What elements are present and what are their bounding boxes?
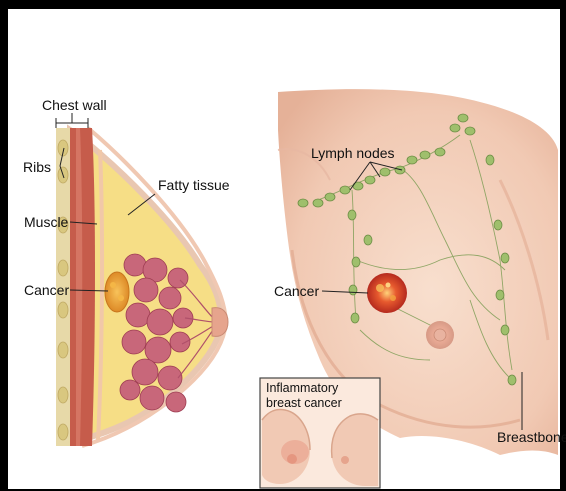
ribs-label: Ribs xyxy=(23,159,51,175)
nipple-front xyxy=(426,321,454,349)
inset-title-line1: Inflammatory xyxy=(266,381,339,395)
inset-title-line2: breast cancer xyxy=(266,396,342,410)
muscle-label: Muscle xyxy=(24,214,69,230)
cancer-label-left: Cancer xyxy=(24,282,69,298)
muscle-layer xyxy=(70,128,95,446)
breastbone-label: Breastbone xyxy=(497,429,566,445)
fatty-tissue-label: Fatty tissue xyxy=(158,177,230,193)
right-tumor xyxy=(367,273,407,313)
cross-section-view: Chest wall Ribs Muscle Fatty tissue Canc… xyxy=(23,97,230,446)
inflammatory-inset: Inflammatory breast cancer xyxy=(260,378,380,488)
left-tumor xyxy=(105,272,129,312)
nipple-side xyxy=(212,308,228,337)
lymph-nodes-label: Lymph nodes xyxy=(311,145,395,161)
cancer-label-right: Cancer xyxy=(274,283,319,299)
chest-wall-label: Chest wall xyxy=(42,97,107,113)
